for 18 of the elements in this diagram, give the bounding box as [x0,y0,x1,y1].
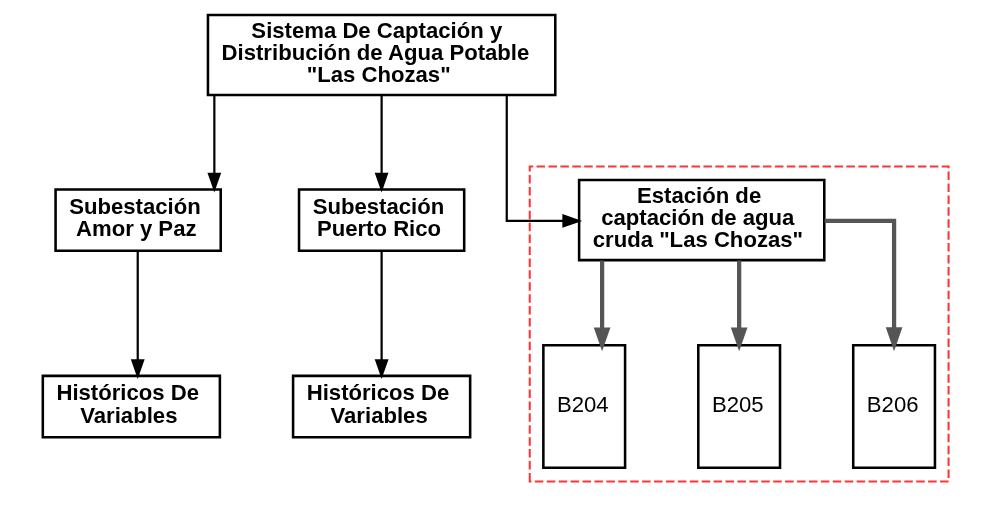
node-box: B206 [851,343,936,470]
node-box: Históricos De Variables [291,374,471,439]
node-box: Estación de captación de agua cruda "Las Chozas" [577,178,826,262]
arrow [374,95,389,193]
arrow [206,95,221,193]
node-box: Subestación Amor y Paz [53,188,222,252]
arrow [374,250,389,380]
node-box: B205 [696,343,781,470]
arrow [824,218,902,352]
arrow [505,95,582,228]
arrow [730,260,748,352]
arrow [130,250,145,380]
node-box: Históricos De Variables [41,374,221,439]
cluster [528,165,950,483]
node-box: Subestación Puerto Rico [297,188,465,252]
node-box: Sistema De Captación y Distribución de Agua Potable "Las Chozas" [206,13,557,97]
node-box: B204 [541,343,626,470]
arrow [593,260,610,352]
